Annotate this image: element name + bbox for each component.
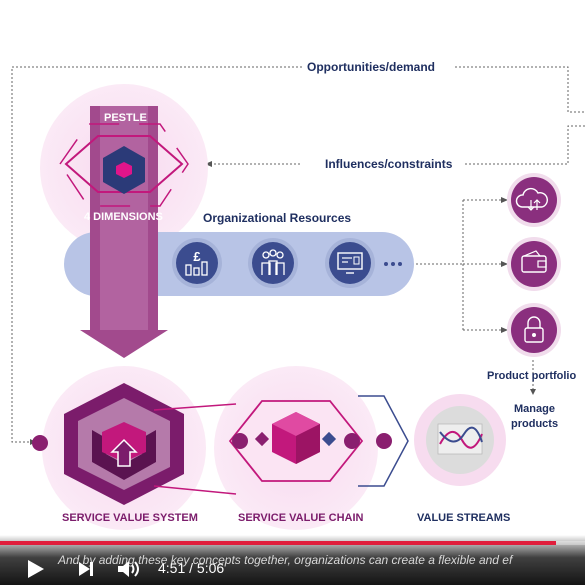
svg-text:£: £ (193, 249, 201, 264)
play-icon[interactable] (24, 558, 46, 580)
lock-icon (507, 303, 561, 357)
manage-products-label-line2: products (511, 418, 559, 430)
product-portfolio-label: Product portfolio (487, 370, 577, 382)
subtitle-caption: And by adding these key concepts togethe… (58, 553, 513, 567)
pestle-label: PESTLE (104, 112, 147, 124)
pound-chart-icon: £ (172, 238, 222, 288)
influences-label: Influences/constraints (325, 157, 453, 171)
wallet-icon (507, 237, 561, 291)
monitor-icon (325, 238, 375, 288)
pestle-hexagon (64, 135, 184, 193)
volume-icon[interactable] (116, 558, 142, 580)
progress-bar[interactable] (0, 541, 585, 545)
dimensions-label: 4 DIMENSIONS (84, 211, 163, 223)
opportunities-label: Opportunities/demand (307, 60, 436, 74)
svs-input-dot (32, 435, 48, 451)
svs-label: SERVICE VALUE SYSTEM (62, 512, 198, 524)
time-separator: / (189, 560, 194, 576)
value-streams-label: VALUE STREAMS (417, 512, 511, 524)
more-dots-icon (384, 262, 402, 266)
svs-up-arrow-icon (110, 438, 138, 467)
org-resources-label: Organizational Resources (203, 211, 352, 225)
people-icon (248, 238, 298, 288)
next-icon[interactable] (76, 559, 96, 579)
manage-products-label-line1: Manage (514, 403, 555, 415)
cloud-sync-icon (507, 173, 561, 227)
time-display: 4:51 / 5:06 (158, 560, 224, 576)
current-time: 4:51 (158, 560, 186, 576)
duration: 5:06 (196, 560, 225, 576)
svc-label: SERVICE VALUE CHAIN (238, 512, 364, 524)
progress-bar-fill (0, 541, 557, 545)
flow-lines (11, 66, 585, 443)
